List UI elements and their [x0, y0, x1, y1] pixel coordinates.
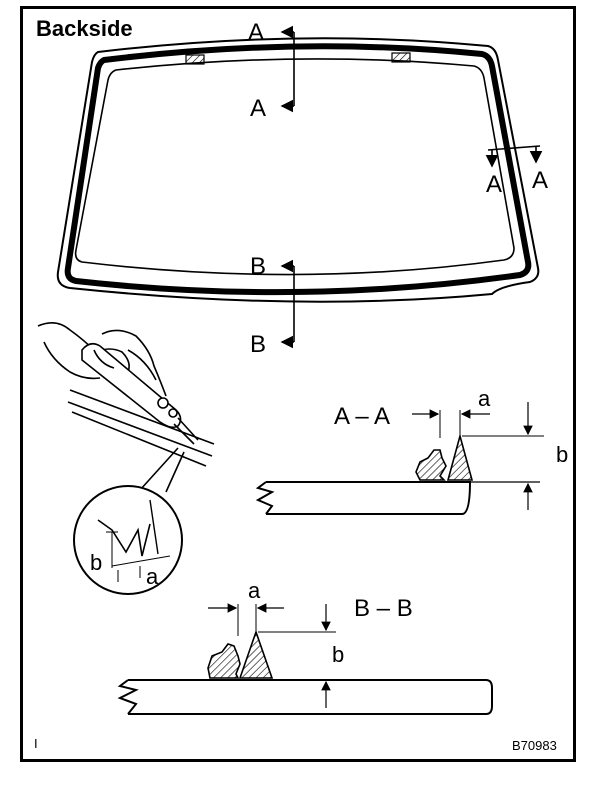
title-label: Backside — [36, 16, 133, 41]
footer-left-mark: I — [34, 736, 38, 751]
section-aa-heading: A – A — [334, 403, 390, 430]
hand-with-adhesive-gun — [37, 322, 215, 467]
section-bb-dim-a: a — [248, 578, 261, 603]
detail-dim-b: b — [90, 550, 102, 575]
detail-dim-a: a — [146, 564, 159, 589]
figure-frame — [20, 6, 576, 762]
section-label-a-side-1: A — [486, 171, 502, 198]
section-cut-b — [280, 259, 295, 349]
section-aa-detail: A – A a b — [255, 386, 568, 515]
section-aa-dim-a: a — [478, 386, 491, 411]
spacer-block-left — [185, 54, 205, 65]
section-bb-detail: B – B a b — [117, 578, 493, 715]
detail-leader — [139, 447, 185, 493]
section-bb-dim-b: b — [332, 642, 344, 667]
section-label-b-mid-2: B — [250, 331, 266, 358]
windshield — [56, 37, 540, 303]
section-label-b-mid-1: B — [250, 253, 266, 280]
section-label-a-side-2: A — [532, 167, 548, 194]
figure-code: B70983 — [512, 738, 557, 753]
section-cut-a-top — [280, 25, 295, 113]
section-cut-a-side — [485, 145, 543, 168]
detail-circle — [73, 485, 183, 595]
section-bb-heading: B – B — [354, 595, 413, 622]
section-label-a-top-2: A — [250, 95, 266, 122]
spacer-block-right — [391, 52, 411, 63]
section-aa-dim-b: b — [556, 442, 568, 467]
section-label-a-top-1: A — [248, 19, 264, 46]
